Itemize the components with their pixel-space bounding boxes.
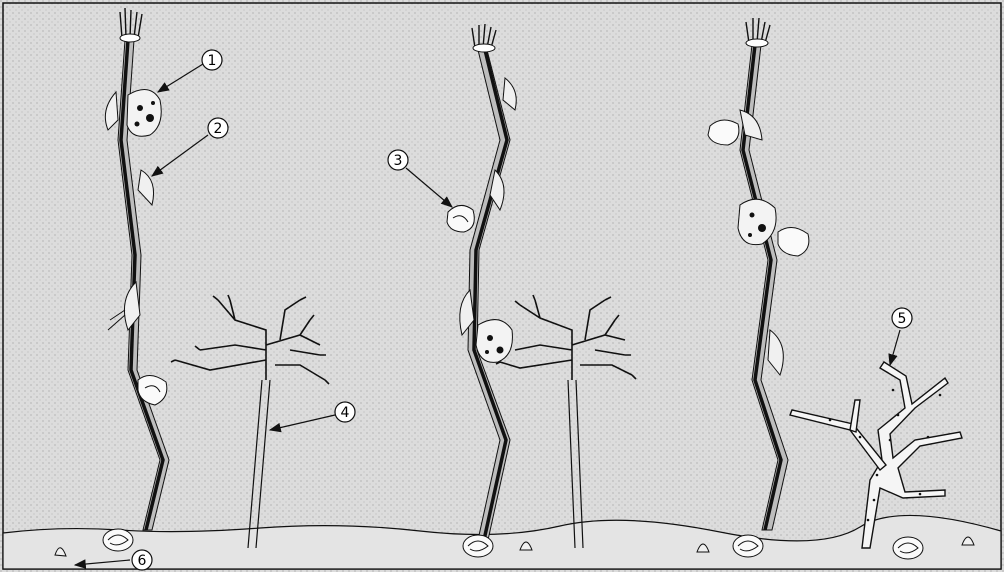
epiphyte-spot-sponge-1 [127,90,161,137]
callout-label-2: 2 [208,118,228,138]
svg-text:4: 4 [341,405,350,421]
svg-text:1: 1 [208,53,217,69]
svg-text:3: 3 [394,153,403,169]
callout-label-3: 3 [388,150,408,170]
snail-shell-3 [447,205,474,232]
callout-label-1: 1 [202,50,222,70]
svg-text:6: 6 [138,553,147,569]
svg-text:2: 2 [214,121,223,137]
svg-text:5: 5 [898,311,907,327]
callout-label-6: 6 [132,550,152,570]
epiphyte-spot-sponge-2 [476,320,512,363]
callout-label-4: 4 [335,402,355,422]
callout-label-5: 5 [892,308,912,328]
